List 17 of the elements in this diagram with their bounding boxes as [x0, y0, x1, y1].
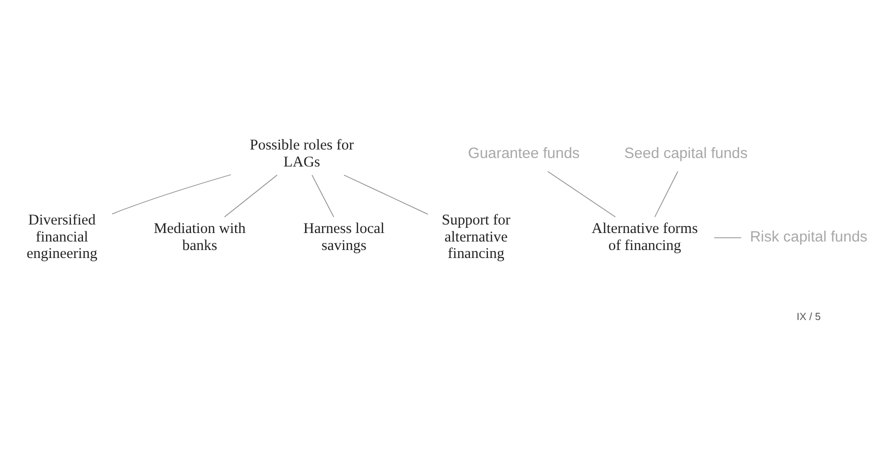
- connector: [547, 171, 616, 218]
- connector: [714, 237, 742, 238]
- node-text: Harness local savings: [303, 220, 385, 254]
- node-text: Guarantee funds: [468, 144, 580, 162]
- node-text: Seed capital funds: [624, 144, 748, 162]
- connector: [654, 171, 678, 218]
- node-text: Risk capital funds: [750, 228, 868, 246]
- node-text: Diversified financial engineering: [26, 212, 98, 262]
- node-text: Support for alternative financing: [442, 212, 510, 262]
- connector: [344, 174, 428, 215]
- node-text: Mediation with banks: [154, 220, 246, 254]
- node-text: Possible roles for LAGs: [250, 137, 354, 170]
- label: IX / 5: [796, 312, 821, 324]
- connector: [224, 174, 278, 218]
- connector: [112, 174, 232, 214]
- connector: [312, 174, 334, 218]
- node-text: Alternative forms of financing: [592, 220, 698, 254]
